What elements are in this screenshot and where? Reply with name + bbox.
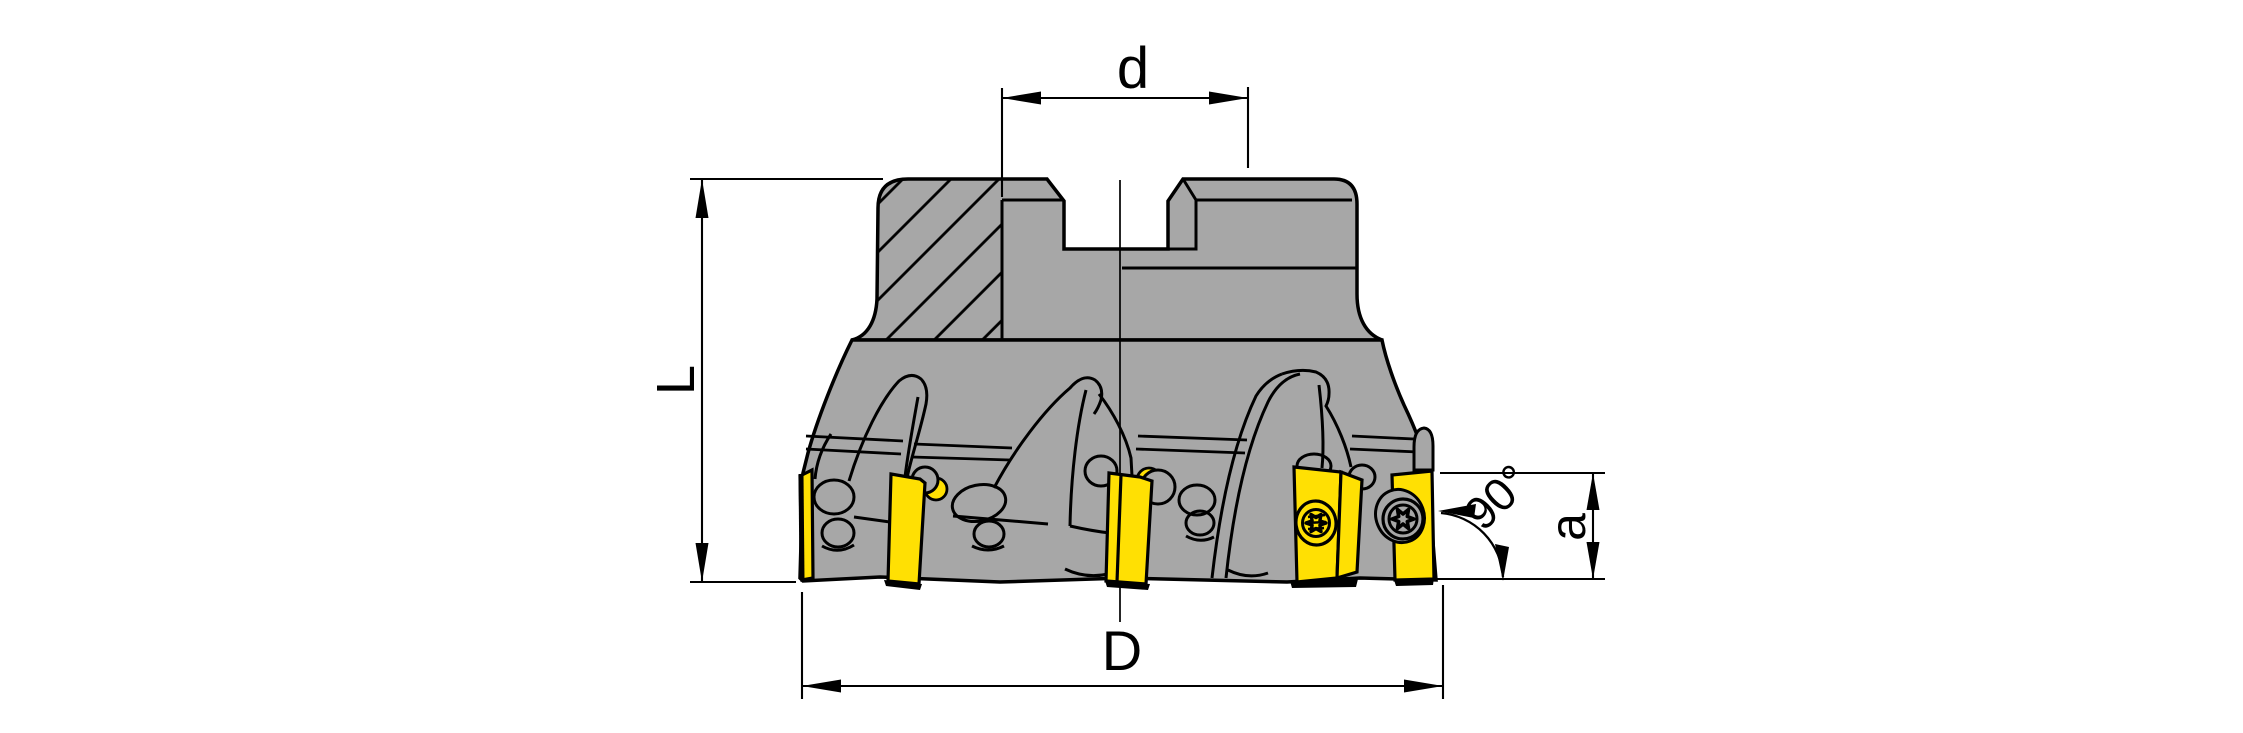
shadow <box>1394 578 1434 586</box>
insert-shadows <box>884 578 1434 590</box>
pocket-4 <box>1064 368 1377 579</box>
arrowhead <box>1404 679 1443 693</box>
pocket-floor-line <box>853 515 891 524</box>
flute-fin <box>992 376 1104 489</box>
insert-2 <box>886 472 927 586</box>
cutter-hub-group <box>798 177 1438 584</box>
dim-label-D: D <box>1102 619 1142 682</box>
pocket-shadow-arc <box>1185 534 1215 542</box>
dim-label-a: a <box>1540 513 1596 541</box>
arrowhead <box>1586 473 1600 510</box>
flute-band-inner <box>1210 372 1283 579</box>
pocket-floor-line <box>952 514 1049 526</box>
pocket-lug <box>820 517 856 549</box>
flute-band-outer <box>1224 372 1301 579</box>
flute-inner-line <box>903 396 920 478</box>
band-line-segment <box>1135 434 1248 455</box>
dim-label-angle: 90° <box>1454 454 1540 540</box>
flute-inner-line <box>1317 384 1325 469</box>
dim-label-d: d <box>1117 36 1149 101</box>
pocket-lug <box>1177 483 1217 517</box>
shadow <box>1105 581 1150 590</box>
insert-4-side-facet <box>1335 469 1364 581</box>
screw-boss <box>1083 454 1119 488</box>
flute-horn <box>847 374 929 482</box>
inserts-group <box>798 465 1436 586</box>
insert-3-facet-line <box>1115 474 1123 583</box>
section-hatching <box>852 179 1002 340</box>
torx-shading-lines <box>1305 513 1327 531</box>
pocket-3 <box>950 376 1134 552</box>
pocket-1 <box>812 433 891 552</box>
arrowhead <box>695 543 709 582</box>
arrowhead <box>1495 544 1509 581</box>
flute-inner-line <box>1068 389 1088 527</box>
pocket-2 <box>847 374 929 482</box>
pocket-shadow-arc <box>821 543 855 552</box>
arrowhead <box>1209 91 1248 105</box>
shadow <box>1290 579 1358 588</box>
flute-fin-apex <box>1281 368 1353 468</box>
dimension-angle <box>1438 504 1509 581</box>
band-line-segment <box>911 442 1013 462</box>
dim-label-L: L <box>646 365 706 395</box>
arrowhead <box>1002 91 1041 105</box>
pocket-shadow-arc <box>1064 567 1109 578</box>
arrowhead <box>1438 504 1476 518</box>
dimension-d <box>1000 87 1250 197</box>
torx-star <box>1390 507 1416 531</box>
insert-1-edge <box>798 473 805 580</box>
torx-screw-icon <box>1374 487 1426 545</box>
shadow <box>884 580 922 590</box>
pocket-shadow-arc <box>1227 568 1269 578</box>
pocket-lug <box>812 478 856 516</box>
dimension-L <box>690 177 883 584</box>
band-line-segment <box>1349 434 1419 454</box>
pocket-shadow-arc <box>971 544 1005 552</box>
edge-boss <box>1412 426 1435 472</box>
dimension-D <box>800 585 1445 699</box>
flute-edge <box>813 433 833 480</box>
dimension-a <box>1437 471 1605 581</box>
arrowhead <box>802 679 841 693</box>
pocket-lug <box>972 519 1006 549</box>
slot-chamfer-band <box>1168 178 1198 251</box>
pocket-lug <box>1184 509 1216 537</box>
clamp-screw-icon <box>1294 499 1338 547</box>
arrowhead <box>1586 542 1600 579</box>
arrowhead <box>695 179 709 218</box>
insert-3 <box>1104 471 1154 586</box>
